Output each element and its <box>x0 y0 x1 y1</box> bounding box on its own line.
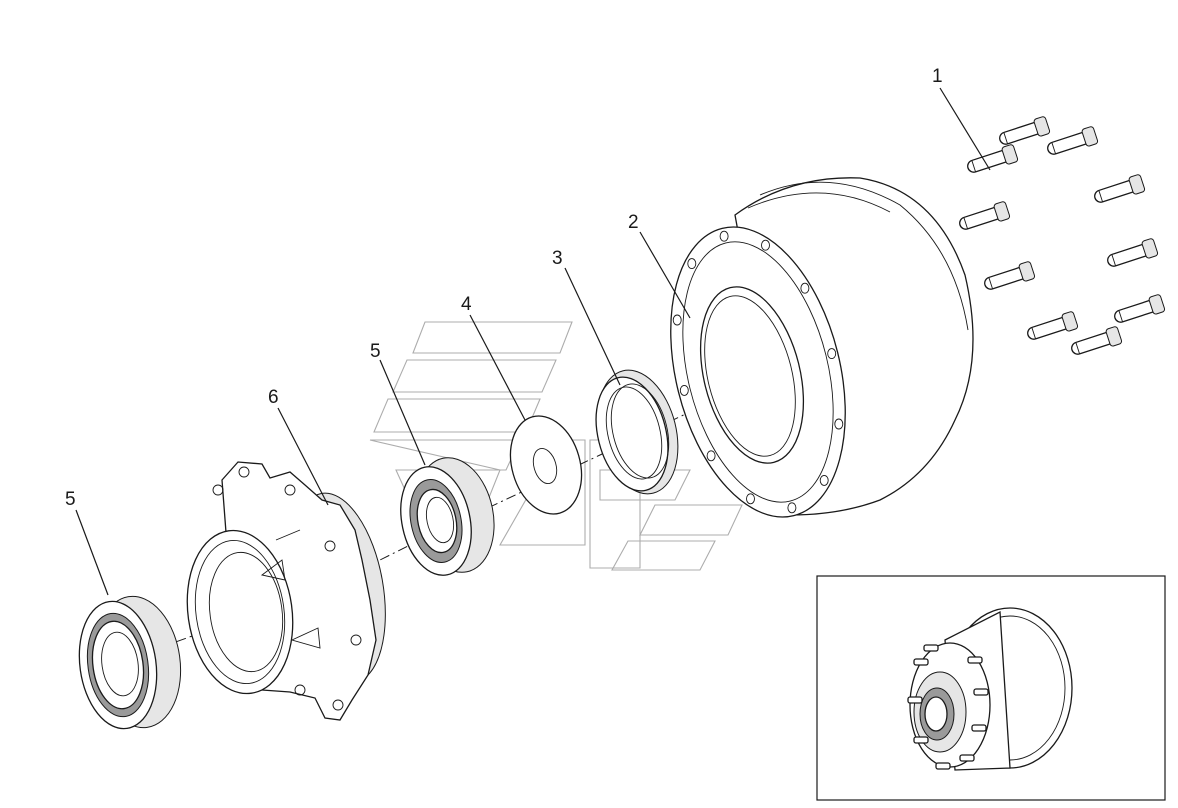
callout-labels: 1 2 3 4 5 6 5 <box>65 66 943 510</box>
assembled-view-inset <box>816 575 1166 801</box>
stud-bolt <box>959 201 1011 230</box>
drum-bolt-hole <box>719 230 729 242</box>
drum-bolt-hole <box>746 493 755 505</box>
wheel-hub <box>186 461 386 721</box>
drum-bolt-hole <box>819 474 829 486</box>
drum-bolt-hole <box>834 418 844 430</box>
drum-bolt-hole <box>761 239 770 251</box>
washer <box>509 415 583 515</box>
inset-stud <box>913 736 929 744</box>
stud-bolt <box>1094 174 1146 203</box>
stud-bolt <box>1114 294 1166 323</box>
drum-bolt-hole <box>706 450 716 462</box>
inset-stud <box>967 656 983 664</box>
drum-bolt-hole <box>687 258 697 270</box>
stud-bolt <box>999 116 1051 145</box>
inset-stud <box>907 696 923 704</box>
callout-label: 2 <box>628 212 639 233</box>
callout-label: 5 <box>65 489 76 510</box>
stud-bolt <box>1047 126 1099 155</box>
stud-bolt <box>1027 311 1079 340</box>
inset-stud <box>971 724 987 732</box>
drum-bolt-hole <box>827 348 837 360</box>
inset-stud <box>923 644 939 652</box>
inset-stud <box>973 688 989 696</box>
bearing-inner <box>400 457 495 576</box>
drum-bolt-hole <box>679 384 689 396</box>
inset-stud <box>913 658 929 666</box>
callout-label: 3 <box>552 248 563 269</box>
stud-bolts <box>959 116 1166 355</box>
callout-label: 6 <box>268 387 279 408</box>
stud-bolt <box>967 144 1019 173</box>
stud-bolt <box>984 261 1036 290</box>
drum-bolt-hole <box>672 314 682 326</box>
stud-bolt <box>1107 238 1159 267</box>
callout-label: 1 <box>932 66 943 87</box>
bearing-outer <box>78 595 182 730</box>
callout-label: 5 <box>370 341 381 362</box>
inset-stud <box>959 754 975 762</box>
drum-bolt-hole <box>800 282 810 294</box>
inset-stud <box>935 762 951 770</box>
stud-bolt <box>1071 326 1123 355</box>
drum-bolt-hole <box>787 502 797 514</box>
callout-label: 4 <box>461 294 472 315</box>
brake-drum <box>670 177 974 518</box>
leader-lines <box>75 87 991 596</box>
oil-seal <box>595 369 679 495</box>
